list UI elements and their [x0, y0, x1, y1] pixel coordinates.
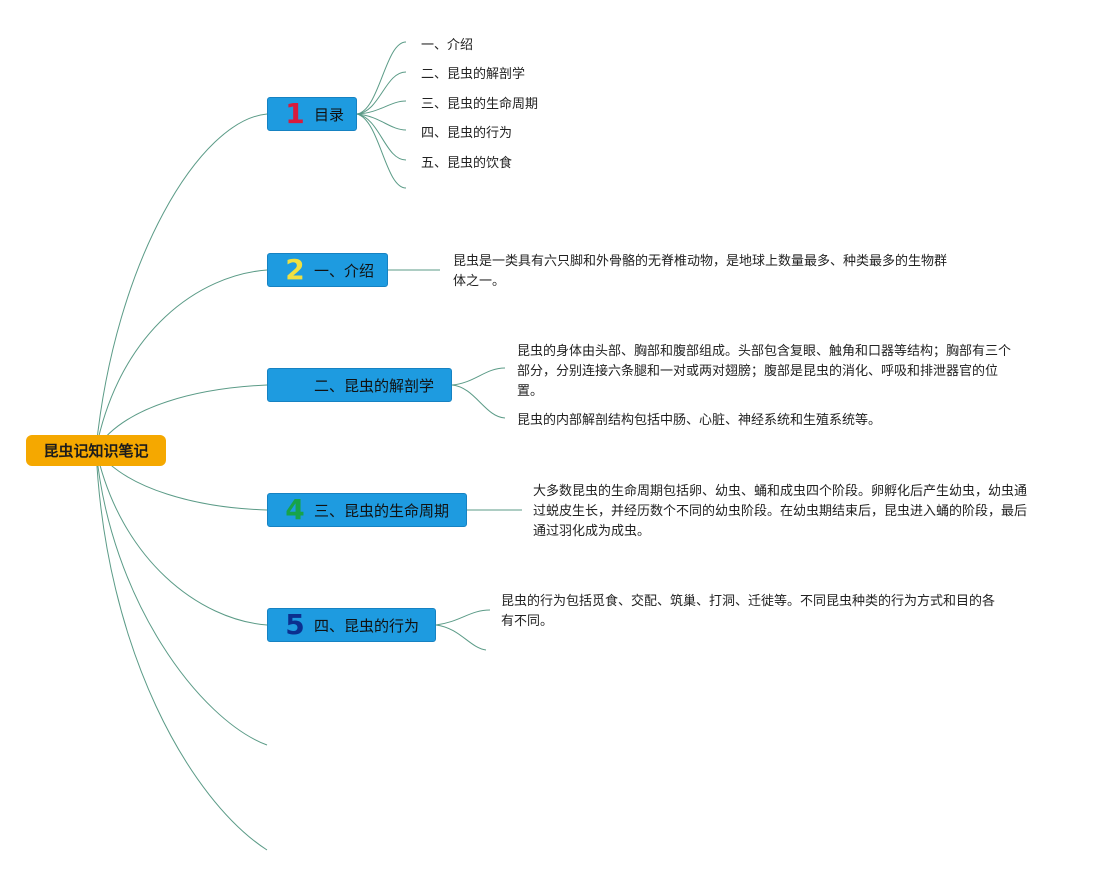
edge-toc-2	[356, 71, 407, 115]
edge-toc-4	[356, 113, 407, 131]
toc-item[interactable]: 三、昆虫的生命周期	[421, 97, 539, 112]
root-node[interactable]: 昆虫记知识笔记	[26, 435, 166, 466]
edge-toc-3	[356, 100, 407, 115]
topic-number-4: 4	[285, 493, 305, 526]
topic-lifecycle[interactable]: 4 三、昆虫的生命周期	[267, 493, 467, 527]
edge-root-empty-2	[95, 448, 268, 851]
edge-behavior-note	[435, 609, 491, 626]
topic-label: 二、昆虫的解剖学	[314, 376, 435, 395]
topic-anatomy[interactable]: 二、昆虫的解剖学	[267, 368, 452, 402]
topic-number-5: 5	[285, 608, 305, 641]
edge-anatomy-note-1	[451, 367, 506, 386]
topic-label: 四、昆虫的行为	[314, 616, 420, 635]
edge-root-topic-3	[95, 384, 268, 450]
edge-root-empty-1	[95, 448, 268, 746]
topic-behavior[interactable]: 5 四、昆虫的行为	[267, 608, 436, 642]
topic-number-2: 2	[285, 253, 305, 286]
edge-root-topic-2	[95, 269, 268, 450]
note-behavior[interactable]: 昆虫的行为包括觅食、交配、筑巢、打洞、迁徙等。不同昆虫种类的行为方式和目的各有不…	[501, 594, 996, 629]
topic-number-1: 1	[285, 97, 305, 130]
edge-root-topic-1	[95, 113, 268, 450]
note-anatomy-external[interactable]: 昆虫的身体由头部、胸部和腹部组成。头部包含复眼、触角和口器等结构；胸部有三个部分…	[517, 344, 1012, 399]
root-label: 昆虫记知识笔记	[43, 442, 149, 460]
topic-intro[interactable]: 2 一、介绍	[267, 253, 388, 287]
topic-label: 目录	[314, 105, 345, 124]
topic-toc[interactable]: 1 目录	[267, 97, 357, 131]
edge-toc-5	[356, 113, 407, 161]
toc-item[interactable]: 一、介绍	[421, 38, 474, 53]
topic-label: 一、介绍	[314, 261, 375, 280]
toc-item[interactable]: 四、昆虫的行为	[421, 126, 513, 141]
note-lifecycle[interactable]: 大多数昆虫的生命周期包括卵、幼虫、蛹和成虫四个阶段。卵孵化后产生幼虫，幼虫通过蜕…	[533, 484, 1028, 539]
edge-anatomy-note-2	[451, 384, 506, 419]
edge-root-topic-5	[95, 448, 268, 626]
toc-item[interactable]: 二、昆虫的解剖学	[421, 67, 526, 82]
note-anatomy-internal[interactable]: 昆虫的内部解剖结构包括中肠、心脏、神经系统和生殖系统等。	[517, 413, 882, 428]
edge-behavior-empty	[435, 624, 487, 651]
topic-label: 三、昆虫的生命周期	[314, 501, 450, 520]
edge-toc-1	[356, 41, 407, 115]
edge-toc-6	[356, 113, 407, 189]
note-intro[interactable]: 昆虫是一类具有六只脚和外骨骼的无脊椎动物，是地球上数量最多、种类最多的生物群体之…	[453, 254, 948, 289]
toc-item[interactable]: 五、昆虫的饮食	[421, 156, 513, 171]
